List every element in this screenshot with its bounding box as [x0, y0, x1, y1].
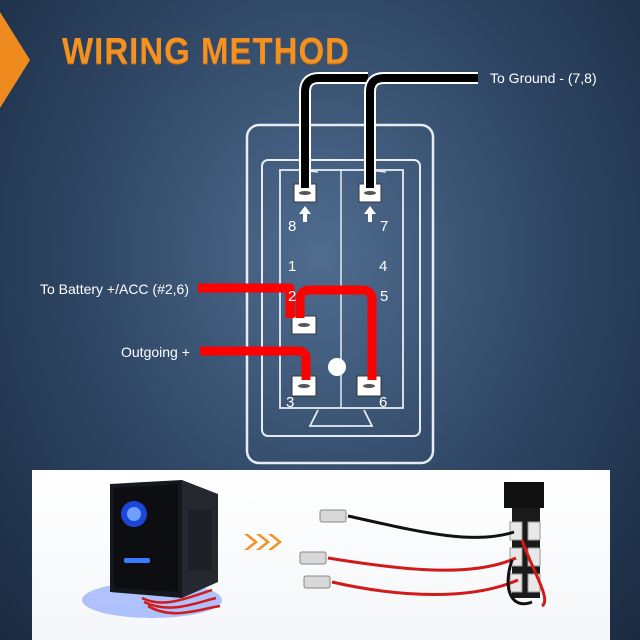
- right-harness-wires: [327, 514, 547, 608]
- pin-number-4: 4: [379, 258, 388, 275]
- terminal-7: [358, 183, 382, 203]
- spade-connectors: [299, 509, 347, 589]
- product-illustration-strip: [32, 470, 610, 640]
- battery-label: To Battery +/ACC (#2,6): [40, 281, 190, 297]
- pin-number-1: 1: [288, 258, 297, 275]
- pin-number-2: 2: [288, 288, 297, 305]
- battery-wire: [198, 283, 295, 318]
- ground-label: To Ground - (7,8): [490, 70, 597, 86]
- terminal-6: [356, 375, 382, 397]
- battery-jumper-wire: [295, 285, 377, 380]
- up-arrow-icon-pin-8: [299, 206, 311, 222]
- power-wires: [198, 283, 377, 380]
- outgoing-label: Outgoing +: [121, 344, 190, 360]
- pin-number-8: 8: [288, 218, 297, 235]
- switch-center-dot: [328, 358, 346, 376]
- pin-number-7: 7: [380, 218, 389, 235]
- right-chevrons-icon: [244, 534, 282, 550]
- switch-outer-frame: [245, 123, 435, 465]
- left-harness-wires: [141, 588, 221, 615]
- ground-wires: [299, 72, 478, 188]
- outgoing-wire: [200, 346, 311, 380]
- pin-number-6: 6: [379, 394, 388, 411]
- switch-rocker-notch: [308, 409, 374, 427]
- terminal-2: [291, 315, 317, 335]
- switch-inner-frame: [261, 159, 421, 437]
- up-arrow-icon-pin-7: [364, 206, 376, 222]
- corner-tab-decoration: [0, 12, 30, 108]
- page-title: WIRING METHOD: [62, 30, 350, 72]
- product-illustrations: [82, 480, 547, 618]
- harness-switch-illustration: [504, 482, 544, 598]
- pin-number-3: 3: [286, 394, 295, 411]
- rocker-switch-illustration: [82, 480, 222, 618]
- pin-number-5: 5: [380, 288, 389, 305]
